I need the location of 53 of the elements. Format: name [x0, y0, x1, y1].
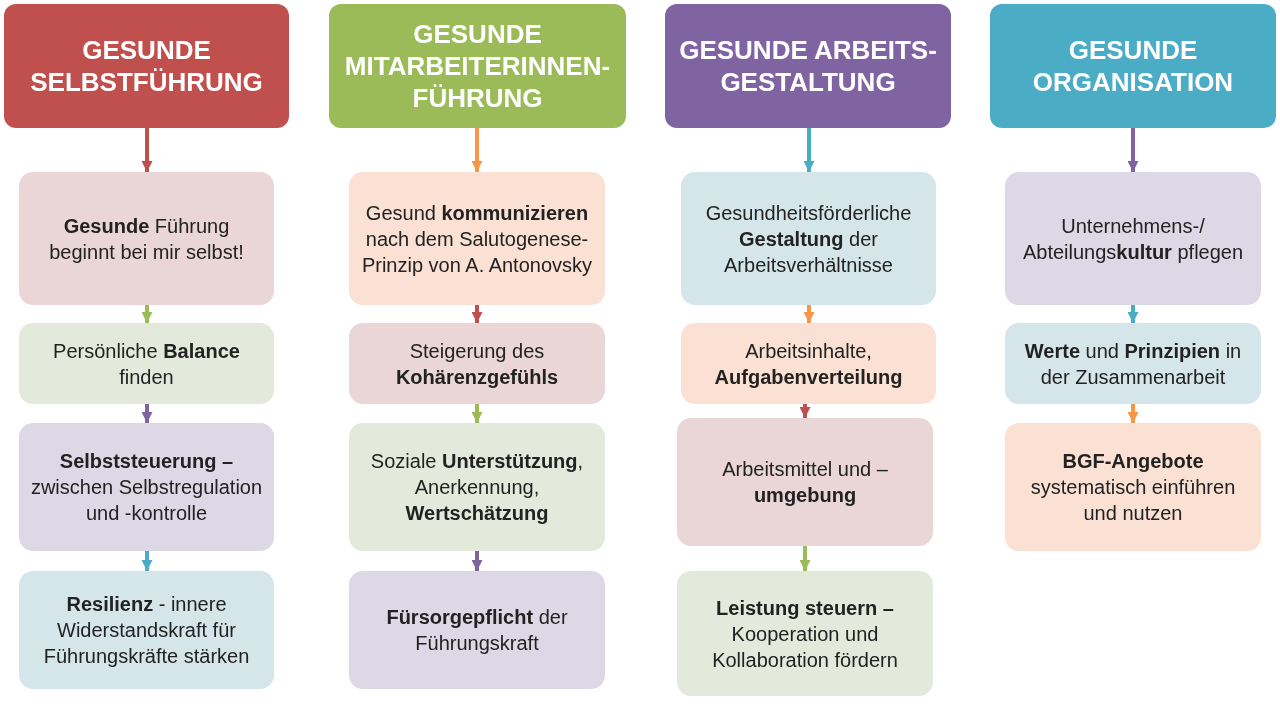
arrow — [1127, 128, 1139, 172]
box-text: Soziale Unterstützung, Anerkennung, Wertschätzung — [369, 449, 585, 526]
column-heading: GESUNDE SELBSTFÜHRUNG — [29, 34, 264, 98]
arrow — [471, 551, 483, 571]
arrow — [799, 546, 811, 571]
box-text: BGF-Angebote systematisch einführen und nutzen — [1029, 449, 1237, 526]
process-box — [1005, 423, 1261, 551]
box-text: Persönliche Balance finden — [52, 338, 241, 390]
box-text: Selbststeuerung – zwischen Selbstregulation und -kontrolle — [29, 449, 264, 526]
process-box — [1005, 172, 1261, 305]
column-heading: GESUNDE MITARBEITERINNEN-FÜHRUNG — [343, 18, 612, 114]
arrow — [141, 305, 153, 323]
box-text: Leistung steuern – Kooperation und Kollaboration fördern — [711, 595, 899, 673]
process-box — [19, 172, 274, 305]
box-text: Gesundheitsförderliche Gestaltung der Arbeitsverhältnisse — [704, 200, 913, 278]
process-box — [19, 423, 274, 551]
process-box — [681, 323, 936, 404]
box-text: Resilienz - innere Widerstandskraft für Führungskräfte stärken — [42, 592, 251, 669]
column-heading: GESUNDE ORGANISATION — [1031, 34, 1235, 98]
column-heading: GESUNDE ARBEITS-GESTALTUNG — [678, 34, 938, 98]
arrow — [803, 305, 815, 323]
arrow — [1127, 404, 1139, 423]
box-text: Fürsorgepflicht der Führungskraft — [385, 605, 569, 656]
process-box — [677, 418, 933, 546]
arrow — [141, 404, 153, 423]
box-text: Steigerung des Kohärenzgefühls — [394, 338, 560, 390]
header-box — [329, 4, 626, 128]
process-box — [349, 423, 605, 551]
box-text: Werte und Prinzipien in der Zusammenarbeit — [1023, 338, 1243, 390]
process-box — [349, 323, 605, 404]
arrow — [799, 404, 811, 418]
box-text: Unternehmens-/ Abteilungskultur pflegen — [1021, 213, 1245, 265]
process-box — [19, 571, 274, 689]
header-box — [665, 4, 951, 128]
arrow — [471, 128, 483, 172]
box-text: Arbeitsmittel und – umgebung — [721, 457, 889, 508]
header-box — [990, 4, 1276, 128]
arrow — [141, 128, 153, 172]
arrow — [1127, 305, 1139, 323]
arrow — [471, 305, 483, 323]
box-text: Arbeitsinhalte, Aufgabenverteilung — [713, 338, 904, 390]
process-box — [681, 172, 936, 305]
arrow — [803, 128, 815, 172]
arrow — [141, 551, 153, 571]
process-box — [1005, 323, 1261, 404]
process-box — [677, 571, 933, 696]
process-box — [349, 172, 605, 305]
header-box — [4, 4, 289, 128]
process-box — [19, 323, 274, 404]
box-text: Gesund kommunizieren nach dem Salutogenese-Prinzip von A. Antonovsky — [360, 200, 594, 278]
arrow — [471, 404, 483, 423]
box-text: Gesunde Führung beginnt bei mir selbst! — [48, 213, 245, 265]
process-box — [349, 571, 605, 689]
